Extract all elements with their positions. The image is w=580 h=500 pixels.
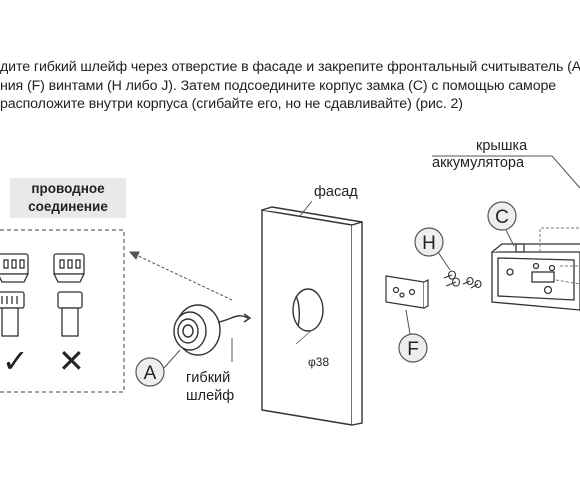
instruction-line-3: расположите внутри корпуса (сгибайте его…: [0, 96, 463, 112]
part-a-marker: A: [135, 349, 181, 387]
front-reader: [173, 304, 252, 356]
battery-cover-dashed: [539, 227, 580, 285]
battery-cover-leader: [432, 155, 580, 189]
connector-correct-icon: [0, 253, 30, 337]
facade-leader-line: [299, 200, 313, 217]
part-a-label: A: [144, 363, 157, 384]
wiring-title-line-2: соединение: [28, 199, 108, 214]
diameter-label: φ38: [308, 355, 329, 369]
mounting-plate-f: [385, 275, 429, 309]
facade-panel: [261, 206, 363, 426]
part-c-label: C: [495, 207, 509, 228]
correct-mark: ✓: [2, 343, 29, 379]
lock-body-c: [491, 243, 580, 311]
cable-label-line-1: гибкий: [186, 370, 230, 386]
battery-cover-label-line-2: аккумулятора: [432, 155, 525, 171]
pointer-arrow: [128, 251, 233, 301]
part-h-marker: H: [414, 227, 451, 271]
facade-label: фасад: [314, 184, 358, 200]
cable-label-line-2: шлейф: [186, 388, 234, 404]
part-f-label: F: [407, 339, 419, 360]
part-f-marker: F: [398, 309, 428, 363]
part-c-marker: C: [487, 201, 517, 247]
diameter-leader-line: [295, 329, 313, 345]
battery-cover-label-line-1: крышка: [476, 138, 528, 154]
wiring-title-line-1: проводное: [31, 181, 105, 196]
part-h-label: H: [422, 233, 436, 254]
wiring-box: [0, 229, 125, 393]
wrong-mark: ✕: [58, 343, 85, 379]
wiring-box-title: проводное соединение: [10, 178, 126, 218]
instruction-text: дите гибкий шлейф через отверстие в фаса…: [0, 58, 580, 114]
instruction-line-2: ния (F) винтами (H либо J). Затем подсое…: [0, 77, 557, 94]
screw-icon: [443, 270, 482, 289]
connector-wrong-icon: [52, 253, 86, 337]
instruction-line-1: дите гибкий шлейф через отверстие в фаса…: [0, 59, 580, 75]
